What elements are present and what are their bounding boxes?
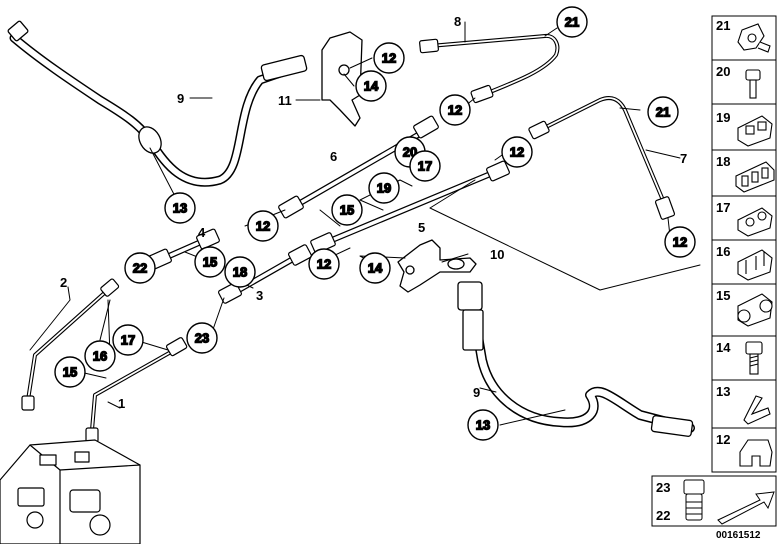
sidebar-item-20: 20 [716,64,730,79]
label-6: 6 [330,149,337,164]
clip-21-icon [737,23,771,53]
svg-text:12: 12 [256,219,270,234]
clip-13-icon [743,395,771,425]
bracket-10 [397,239,477,293]
flex-hose-top [7,20,308,187]
svg-text:13: 13 [476,418,490,433]
svg-text:15: 15 [203,255,217,270]
svg-text:17: 17 [121,333,135,348]
callout-14: 14 [359,252,391,284]
svg-text:21: 21 [656,105,670,120]
sidebar-item-22: 22 [656,508,670,523]
bracket-11 [321,31,363,127]
callout-13: 13 [467,409,499,441]
parts-sidebar-bottom: 23 22 [651,475,777,527]
svg-text:23: 23 [195,331,209,346]
sidebar-item-21: 21 [716,18,730,33]
pipe-5 [310,160,510,254]
callout-17: 17 [409,150,441,182]
svg-text:18: 18 [233,265,247,280]
sidebar-item-12: 12 [716,432,730,447]
pipe-7 [528,96,676,220]
svg-text:13: 13 [173,201,187,216]
label-9-lower: 9 [473,385,480,400]
callout-12: 12 [664,226,696,258]
clip-12-icon [739,439,773,467]
sidebar-item-18: 18 [716,154,730,169]
clip-16-icon [737,249,773,281]
fitting-22-23-icon [683,479,705,521]
callout-19: 19 [368,172,400,204]
flex-hose-bottom [457,281,695,437]
callouts: 21 12 14 12 21 20 12 17 19 15 12 13 12 2… [54,6,696,441]
svg-text:14: 14 [364,79,379,94]
callout-15: 15 [54,356,86,388]
clip-19-icon [737,115,773,147]
svg-text:21: 21 [565,15,579,30]
label-10: 10 [490,247,504,262]
sidebar-item-19: 19 [716,110,730,125]
label-8: 8 [454,14,461,29]
bolt-14-icon [745,341,763,375]
clip-17-icon [737,207,773,237]
callout-12: 12 [439,94,471,126]
callout-15: 15 [194,246,226,278]
sidebar-item-17: 17 [716,200,730,215]
svg-text:17: 17 [418,159,432,174]
callout-12: 12 [373,42,405,74]
sidebar-item-14: 14 [716,340,731,355]
sidebar-item-16: 16 [716,244,730,259]
svg-text:12: 12 [510,145,524,160]
label-7: 7 [680,151,687,166]
callout-18: 18 [224,256,256,288]
svg-text:12: 12 [382,51,396,66]
callout-14: 14 [355,70,387,102]
diagram-code: 00161512 [716,530,761,541]
label-3: 3 [256,288,263,303]
abs-unit [0,439,141,544]
clip-15-icon [737,293,773,327]
svg-text:14: 14 [368,261,383,276]
callout-13: 13 [164,192,196,224]
arrow-icon [717,491,775,525]
callout-21: 21 [647,96,679,128]
svg-text:22: 22 [133,261,147,276]
callout-12: 12 [247,210,279,242]
callout-22: 22 [124,252,156,284]
label-1: 1 [118,396,125,411]
svg-text:15: 15 [63,365,77,380]
label-9: 9 [177,91,184,106]
callout-23: 23 [186,322,218,354]
pipe-2 [21,278,120,411]
callout-12: 12 [308,248,340,280]
callout-16: 16 [84,340,116,372]
label-2: 2 [60,275,67,290]
part-labels: 8 9 11 6 7 5 4 3 10 2 1 9 [60,14,687,411]
pipe-8 [419,33,560,104]
callout-17: 17 [112,324,144,356]
svg-text:16: 16 [93,349,107,364]
diagram-artwork [0,20,701,544]
callout-15: 15 [331,194,363,226]
bolt-20-icon [745,69,761,99]
callout-12: 12 [501,136,533,168]
pipe-1 [85,337,188,443]
label-4: 4 [198,225,206,240]
svg-text:19: 19 [377,181,391,196]
sidebar-item-13: 13 [716,384,730,399]
svg-text:15: 15 [340,203,354,218]
clip-18-icon [735,161,775,193]
sidebar-item-23: 23 [656,480,670,495]
svg-text:12: 12 [317,257,331,272]
callout-21: 21 [556,6,588,38]
parts-sidebar: 21 20 19 18 17 16 15 14 13 12 [711,15,777,473]
svg-text:12: 12 [448,103,462,118]
svg-text:12: 12 [673,235,687,250]
sidebar-item-15: 15 [716,288,730,303]
label-5: 5 [418,220,425,235]
label-11: 11 [278,93,292,108]
